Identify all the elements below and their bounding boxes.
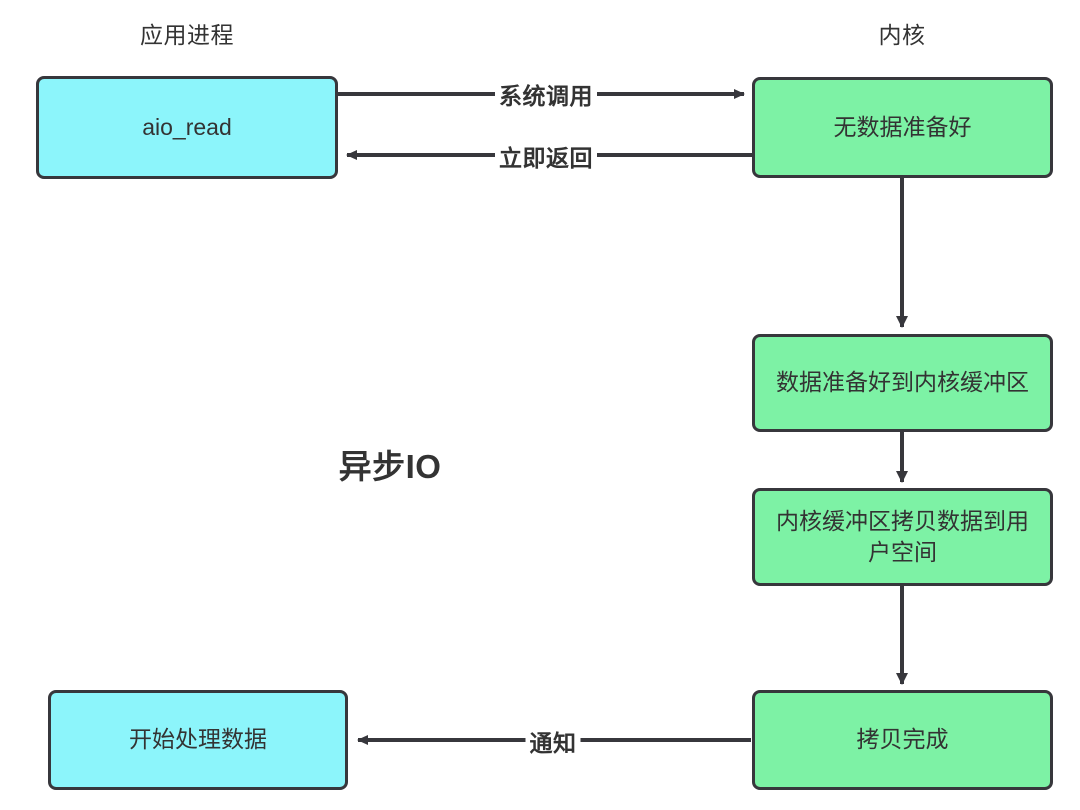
node-kernel-copy-to-user[interactable]: 内核缓冲区拷贝数据到用户空间 (752, 488, 1053, 586)
node-kernel-copy-to-user-label: 内核缓冲区拷贝数据到用户空间 (776, 507, 1029, 565)
node-start-process-data[interactable]: 开始处理数据 (48, 690, 348, 790)
node-start-process-data-label: 开始处理数据 (129, 726, 267, 753)
edge-label-notify: 通知 (525, 724, 581, 758)
node-data-ready-kernel-buffer-label: 数据准备好到内核缓冲区 (776, 369, 1029, 396)
node-no-data-ready-label: 无数据准备好 (833, 113, 972, 140)
node-no-data-ready[interactable]: 无数据准备好 (752, 77, 1053, 178)
node-copy-done-label: 拷贝完成 (856, 726, 949, 753)
node-data-ready-kernel-buffer[interactable]: 数据准备好到内核缓冲区 (752, 334, 1053, 432)
node-aio-read-label: aio_read (142, 113, 232, 140)
node-aio-read[interactable]: aio_read (36, 76, 338, 179)
column-header-app: 应用进程 (140, 22, 234, 48)
edge-label-return-immediately: 立即返回 (495, 139, 597, 173)
edge-label-syscall: 系统调用 (495, 77, 597, 111)
node-copy-done[interactable]: 拷贝完成 (752, 690, 1053, 790)
column-header-kernel: 内核 (878, 22, 926, 48)
page-title: 异步IO (338, 448, 442, 485)
